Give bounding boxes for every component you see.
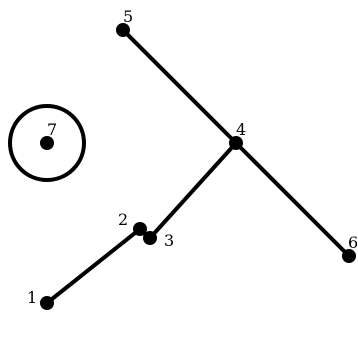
node-2 xyxy=(133,222,147,236)
node-label-2: 2 xyxy=(118,210,128,229)
node-4 xyxy=(229,136,243,150)
node-label-5: 5 xyxy=(123,7,133,26)
edge-2-1 xyxy=(45,227,142,305)
edge-5-4 xyxy=(121,28,238,145)
label-layer: 1 2 3 4 5 6 7 xyxy=(27,7,358,307)
node-layer xyxy=(40,23,356,310)
self-loop-7 xyxy=(8,104,86,182)
node-1 xyxy=(40,296,54,310)
node-label-3: 3 xyxy=(164,231,174,250)
edge-4-6 xyxy=(234,141,351,258)
edge-layer xyxy=(45,28,351,305)
node-5 xyxy=(116,23,130,37)
node-6 xyxy=(342,249,356,263)
node-label-1: 1 xyxy=(27,288,37,307)
edge-4-3 xyxy=(148,141,238,240)
loop-layer xyxy=(8,104,86,182)
node-label-7: 7 xyxy=(47,120,57,139)
node-label-6: 6 xyxy=(348,233,358,252)
node-7 xyxy=(40,136,54,150)
node-3 xyxy=(143,231,157,245)
node-label-4: 4 xyxy=(236,120,246,139)
